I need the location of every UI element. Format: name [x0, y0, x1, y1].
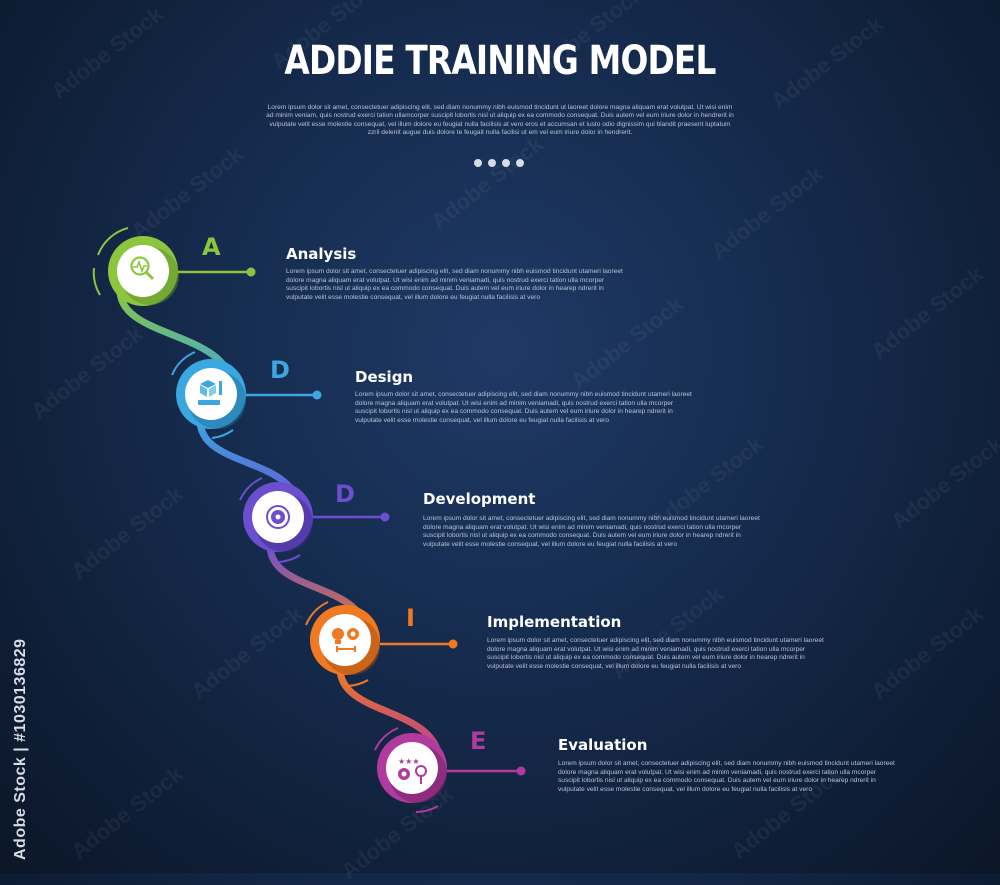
- pagination-dots: [474, 159, 524, 167]
- step-description-analysis: Lorem ipsum dolor sit amet, consectetuer…: [286, 268, 623, 301]
- step-implementation-node: [305, 601, 458, 687]
- stock-id-watermark: Adobe Stock | #1030136829: [12, 638, 29, 860]
- step-letter-d: D: [270, 356, 290, 384]
- bulb-gear-icon: [332, 628, 359, 652]
- cube-ruler-icon: [198, 380, 222, 405]
- magnifier-chart-icon: [130, 256, 155, 281]
- gear-cycle-icon: [266, 505, 290, 529]
- step-evaluation-node: ★★★: [374, 727, 526, 813]
- step-description-development: Lorem ipsum dolor sit amet, consectetuer…: [423, 515, 760, 548]
- dot: [502, 159, 510, 167]
- step-description-evaluation: Lorem ipsum dolor sit amet, consectetuer…: [558, 760, 895, 793]
- step-title-development: Development: [423, 490, 536, 508]
- dot: [488, 159, 496, 167]
- svg-text:★★★: ★★★: [398, 757, 420, 766]
- page-title: ADDIE TRAINING MODEL: [284, 38, 716, 84]
- step-title-evaluation: Evaluation: [558, 736, 648, 754]
- step-letter-e: E: [470, 727, 487, 755]
- step-letter-a: A: [202, 233, 221, 261]
- step-description-implementation: Lorem ipsum dolor sit amet, consectetuer…: [487, 637, 824, 670]
- step-development-node: [239, 477, 390, 563]
- step-letter-d: D: [335, 480, 355, 508]
- step-analysis-node: [92, 227, 256, 306]
- step-title-implementation: Implementation: [487, 613, 622, 631]
- step-description-design: Lorem ipsum dolor sit amet, consectetuer…: [355, 391, 692, 424]
- dot: [474, 159, 482, 167]
- step-letter-i: I: [406, 604, 415, 632]
- step-title-analysis: Analysis: [286, 245, 357, 263]
- dot: [516, 159, 524, 167]
- step-title-design: Design: [355, 368, 414, 386]
- stars-gear-icon: ★★★: [398, 757, 427, 784]
- page-subtitle: Lorem ipsum dolor sit amet, consectetuer…: [266, 104, 734, 137]
- step-design-node: [171, 351, 322, 439]
